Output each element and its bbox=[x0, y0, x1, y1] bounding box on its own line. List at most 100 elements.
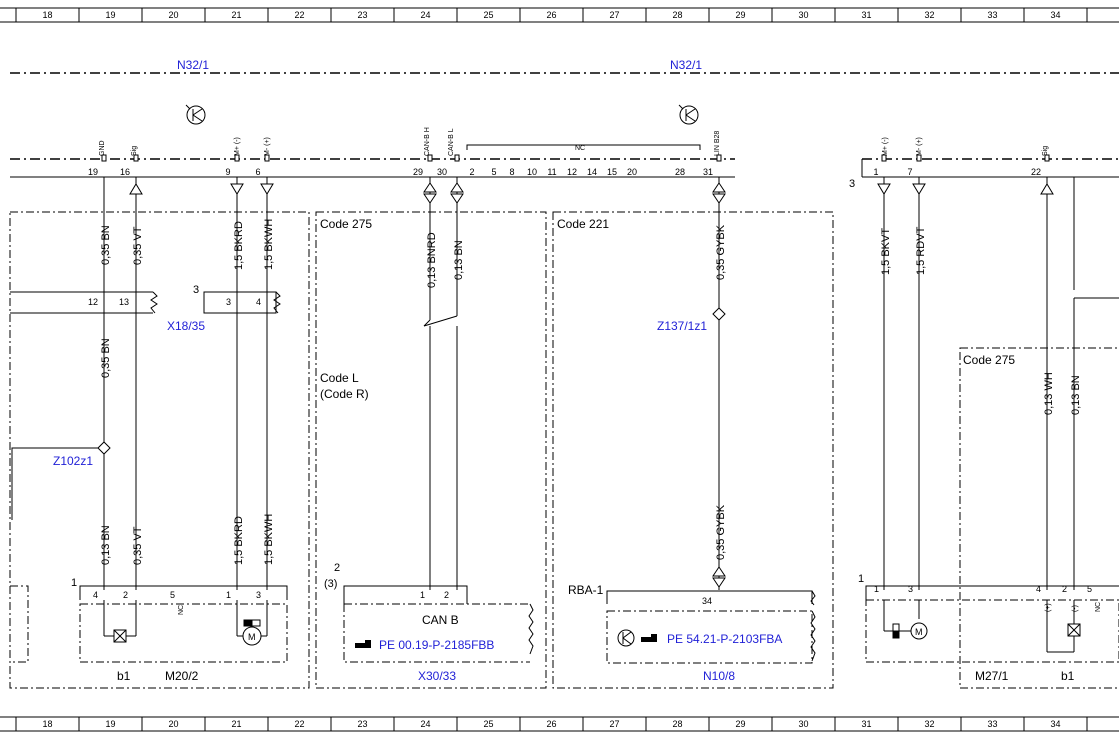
pin-stub bbox=[916, 154, 922, 162]
label-n32-right[interactable]: N32/1 bbox=[670, 58, 702, 72]
pin-number: 22 bbox=[1031, 167, 1041, 177]
ruler-label: 23 bbox=[357, 10, 367, 20]
pin-number: 31 bbox=[703, 167, 713, 177]
ruler-label: 33 bbox=[987, 10, 997, 20]
ruler-label: 33 bbox=[987, 719, 997, 729]
ecu-symbol-n10 bbox=[617, 629, 635, 647]
wire-label: 1,5 BKRD bbox=[233, 221, 245, 270]
box-left bbox=[9, 211, 310, 689]
label-b1-right: b1 bbox=[1061, 669, 1075, 683]
pe-link-right[interactable]: PE 54.21-P-2103FBA bbox=[667, 632, 782, 646]
pin-number: 29 bbox=[413, 167, 423, 177]
pin-number: 6 bbox=[255, 167, 260, 177]
ruler-label: 27 bbox=[609, 719, 619, 729]
pin-function-label: M+ (-) bbox=[234, 137, 241, 156]
pin-label: 3 bbox=[908, 584, 913, 594]
hand-pointer-icon bbox=[355, 640, 371, 648]
label-code275-b: Code 275 bbox=[963, 353, 1015, 367]
pin-number: 14 bbox=[587, 167, 597, 177]
pin-function-label: M- (+) bbox=[916, 137, 923, 156]
pin-label: 2 bbox=[334, 562, 340, 574]
arrow-down-icon bbox=[877, 183, 891, 195]
pin-function-label: M- (+) bbox=[264, 137, 271, 156]
pin-label: 5 bbox=[170, 590, 175, 600]
pin-label: 3 bbox=[849, 178, 855, 190]
wire-label: 0,13 BN bbox=[453, 240, 465, 280]
wire-label: 0,13 BN bbox=[1070, 375, 1082, 415]
pin-label: 4 bbox=[93, 590, 98, 600]
ruler-label: 24 bbox=[420, 719, 430, 729]
pin-label: 1 bbox=[874, 584, 879, 594]
pin-polarity: (+) bbox=[1045, 603, 1052, 612]
top-ruler bbox=[0, 7, 1119, 23]
arrow-up-icon bbox=[1040, 183, 1054, 195]
pin-number: 19 bbox=[88, 167, 98, 177]
wire-label: 1,5 BKWH bbox=[263, 219, 275, 270]
pin-number: 2 bbox=[469, 167, 474, 177]
wire-label: 0,13 BN bbox=[100, 525, 112, 565]
nc-label: NC bbox=[178, 605, 185, 615]
pin-label: 4 bbox=[256, 297, 261, 307]
pin-label: 2 bbox=[1062, 584, 1067, 594]
box-code275-right bbox=[959, 347, 1119, 689]
wire-label: 0,35 VT bbox=[132, 526, 144, 565]
ruler-label: 25 bbox=[483, 10, 493, 20]
ruler-label: 31 bbox=[861, 719, 871, 729]
nc-label: NC bbox=[1095, 602, 1102, 612]
pin-label: 13 bbox=[119, 297, 129, 307]
label-x18-35[interactable]: X18/35 bbox=[167, 319, 205, 333]
arrow-down-icon bbox=[912, 183, 926, 195]
pin-number: 1 bbox=[873, 167, 878, 177]
pin-stub bbox=[1044, 154, 1050, 162]
label-z137[interactable]: Z137/1z1 bbox=[657, 319, 707, 333]
pin-function-label: LIN B28 bbox=[714, 131, 721, 156]
pin-stub bbox=[454, 154, 460, 162]
pin-stub bbox=[234, 154, 240, 162]
ruler-label: 29 bbox=[735, 10, 745, 20]
box-code275 bbox=[315, 211, 547, 689]
wire-label: 0,35 BN bbox=[100, 338, 112, 378]
pin-stub bbox=[427, 154, 433, 162]
ruler-label: 22 bbox=[294, 10, 304, 20]
label-n10-8[interactable]: N10/8 bbox=[703, 669, 735, 683]
arrow-down-icon bbox=[260, 183, 274, 195]
wire-label: 0,13 BNRD bbox=[426, 232, 438, 288]
label-code221: Code 221 bbox=[557, 217, 609, 231]
wire-label: 1,5 RDVT bbox=[915, 226, 927, 275]
wire-label: 1,5 BKWH bbox=[263, 514, 275, 565]
ruler-label: 31 bbox=[861, 10, 871, 20]
wire-label: 1,5 BKRD bbox=[233, 516, 245, 565]
pin-stub bbox=[101, 154, 107, 162]
arrow-down-icon bbox=[712, 577, 726, 588]
ruler-label: 23 bbox=[357, 719, 367, 729]
pin-number: 12 bbox=[567, 167, 577, 177]
pe-link-left[interactable]: PE 00.19-P-2185FBB bbox=[379, 638, 494, 652]
label-z102z1[interactable]: Z102z1 bbox=[53, 454, 93, 468]
arrow-up-icon bbox=[712, 566, 726, 577]
ecu-symbol-left bbox=[185, 104, 206, 125]
label-b1-left: b1 bbox=[117, 669, 131, 683]
pin-label: 34 bbox=[702, 596, 712, 606]
arrow-up-icon bbox=[450, 182, 464, 193]
motor-label: M bbox=[915, 627, 923, 637]
pin-stub bbox=[133, 154, 139, 162]
pin-label: 1 bbox=[226, 590, 231, 600]
ruler-label: 34 bbox=[1050, 719, 1060, 729]
pin-number: 9 bbox=[225, 167, 230, 177]
ruler-label: 26 bbox=[546, 10, 556, 20]
wire-label: 0,35 GYBK bbox=[715, 504, 727, 560]
pin-function-label: M+ (-) bbox=[882, 137, 889, 156]
ruler-label: 30 bbox=[798, 10, 808, 20]
pin-label: 3 bbox=[193, 284, 199, 296]
pin-label: 5 bbox=[1087, 584, 1092, 594]
label-x30-33[interactable]: X30/33 bbox=[418, 669, 456, 683]
bottom-ruler bbox=[0, 716, 1119, 732]
box-code221 bbox=[552, 211, 834, 689]
ruler-label: 22 bbox=[294, 719, 304, 729]
pin-label: 4 bbox=[1036, 584, 1041, 594]
pin-label: 2 bbox=[444, 590, 449, 600]
label-n32-left[interactable]: N32/1 bbox=[177, 58, 209, 72]
arrow-down-icon bbox=[450, 193, 464, 204]
ruler-label: 32 bbox=[924, 719, 934, 729]
